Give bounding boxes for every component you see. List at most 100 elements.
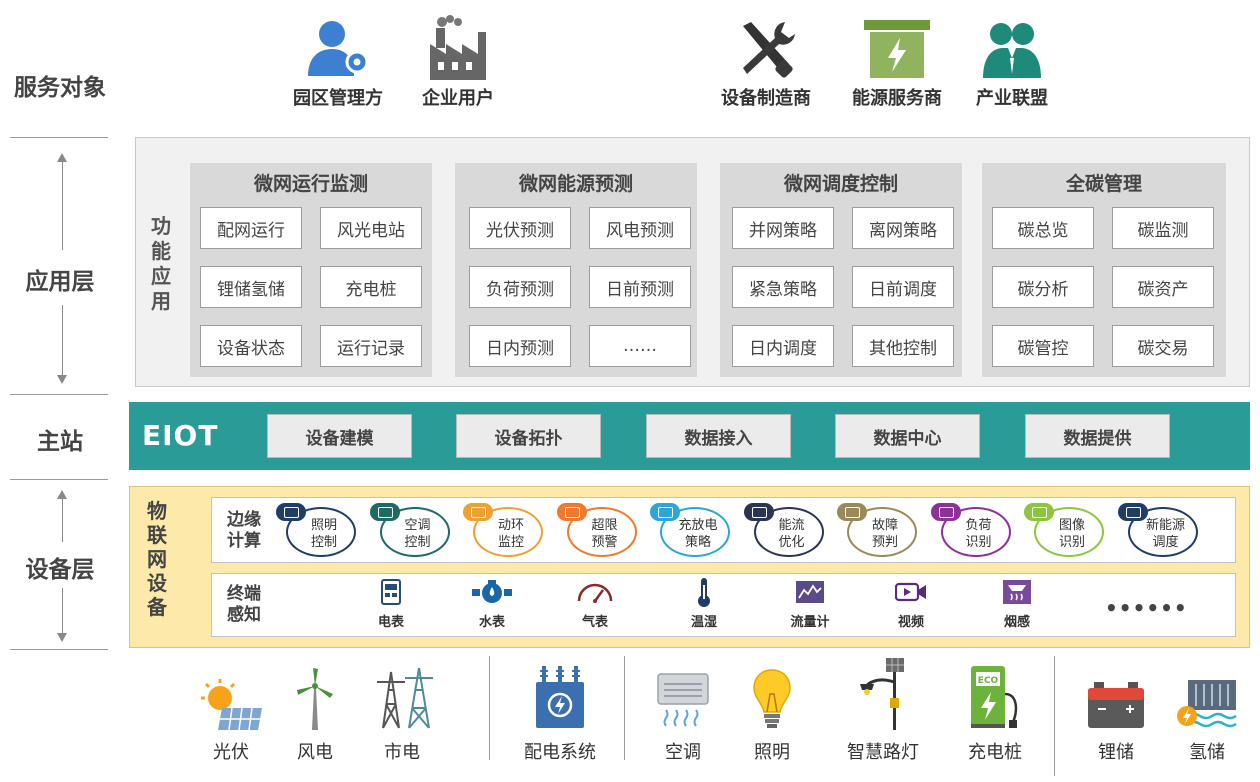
app-item[interactable]: 日内预测 [469, 325, 571, 367]
data-provision-button[interactable]: 数据提供 [1025, 414, 1170, 458]
equipment-grid: 市电 [367, 660, 437, 764]
smart-streetlight-icon [838, 658, 928, 730]
smoke-detector-icon [977, 578, 1057, 606]
edge-item[interactable]: 故障预判 [837, 503, 919, 559]
edge-item-label: 超限预警 [591, 518, 618, 550]
app-item[interactable]: 离网策略 [852, 207, 954, 249]
data-center-button[interactable]: 数据中心 [835, 414, 980, 458]
app-item[interactable]: 紧急策略 [732, 266, 834, 308]
arrow-up-head [57, 490, 67, 499]
terminal-gas-meter: 气表 [555, 578, 635, 630]
cloud-chip-icon [1117, 503, 1148, 521]
terminal-camera: 视频 [871, 578, 951, 630]
cloud-chip-icon [837, 503, 867, 521]
edge-item-ring [566, 507, 637, 557]
edge-item[interactable]: 能流优化 [743, 503, 826, 559]
group-title: 微网能源预测 [518, 173, 633, 195]
service-park-manager: 园区管理方 [273, 0, 403, 110]
service-enterprise: 企业用户 [393, 0, 523, 110]
device-topology-button[interactable]: 设备拓扑 [456, 414, 601, 458]
edge-item-ring [286, 507, 356, 557]
terminal-water-meter: 水表 [452, 578, 532, 630]
app-item[interactable]: 配网运行 [200, 207, 302, 249]
app-item[interactable]: 光伏预测 [469, 207, 571, 249]
service-energy-provider: 能源服务商 [832, 0, 962, 110]
app-item[interactable]: 并网策略 [732, 207, 834, 249]
edge-item[interactable]: 空调控制 [369, 503, 452, 559]
separator [624, 656, 625, 760]
edge-item[interactable]: 动环监控 [463, 503, 545, 559]
app-item[interactable]: 碳交易 [1112, 325, 1214, 367]
edge-item-label: 故障预判 [871, 518, 898, 550]
edge-item[interactable]: 负荷识别 [930, 503, 1013, 559]
lithium-battery-icon [1083, 660, 1149, 730]
app-item[interactable]: 风光电站 [320, 207, 422, 249]
edge-item[interactable]: 充放电策略 [650, 503, 732, 559]
thermometer-icon [664, 578, 744, 607]
row-divider [10, 649, 108, 650]
app-item[interactable]: 碳分析 [992, 266, 1094, 308]
app-item[interactable]: 运行记录 [320, 325, 422, 367]
gas-meter-icon [555, 578, 635, 606]
service-alliance: 产业联盟 [947, 0, 1077, 110]
arrow-down-head [57, 633, 67, 642]
cloud-chip-icon [930, 503, 961, 521]
edge-item[interactable]: 新能源调度 [1117, 503, 1200, 559]
row-label-service: 服务对象 [14, 75, 106, 101]
edge-item-ring [753, 507, 824, 557]
equipment-streetlight: 智慧路灯 [838, 658, 928, 764]
app-item[interactable]: 充电桩 [320, 266, 422, 308]
edge-item-ring [1034, 507, 1104, 557]
cloud-chip-icon [276, 503, 306, 521]
edge-item-label: 图像识别 [1058, 518, 1085, 550]
edge-item-label: 动环监控 [497, 518, 524, 550]
arrow-down [62, 305, 63, 375]
arrow-down [62, 588, 63, 633]
light-bulb-icon [742, 660, 802, 730]
edge-item[interactable]: 超限预警 [556, 503, 639, 559]
arrow-up-head [57, 153, 67, 162]
cloud-chip-icon [1024, 503, 1054, 521]
app-item[interactable]: 碳监测 [1112, 207, 1214, 249]
data-access-button[interactable]: 数据接入 [646, 414, 791, 458]
flowmeter-icon [770, 578, 850, 606]
app-item[interactable]: 其他控制 [852, 325, 954, 367]
app-item[interactable]: 设备状态 [200, 325, 302, 367]
edge-item[interactable]: 图像识别 [1024, 503, 1106, 559]
app-item[interactable]: 碳资产 [1112, 266, 1214, 308]
app-item[interactable]: …… [589, 325, 691, 367]
charging-pile-icon: ECO [958, 660, 1032, 730]
edge-item-label: 能流优化 [778, 518, 805, 550]
arrow-up [62, 497, 63, 542]
edge-item-label: 负荷识别 [965, 518, 992, 550]
app-item[interactable]: 碳管控 [992, 325, 1094, 367]
group-title: 微网调度控制 [783, 173, 898, 195]
service-label: 设备制造商 [721, 88, 811, 109]
app-item[interactable]: 日内调度 [732, 325, 834, 367]
app-item[interactable]: 日前预测 [589, 266, 691, 308]
wind-turbine-icon [285, 660, 345, 730]
equipment-wind: 风电 [285, 660, 345, 764]
factory-icon [393, 0, 523, 80]
separator [1054, 656, 1055, 776]
air-conditioner-icon [651, 660, 715, 730]
cloud-chip-icon [369, 503, 400, 521]
app-item[interactable]: 风电预测 [589, 207, 691, 249]
edge-computing-label: 边缘计算 [227, 510, 261, 551]
camera-icon [871, 578, 951, 606]
cloud-chip-icon [556, 503, 587, 521]
park-manager-icon [273, 0, 403, 80]
device-modeling-button[interactable]: 设备建模 [267, 414, 412, 458]
edge-item-ring [940, 507, 1011, 557]
edge-item[interactable]: 照明控制 [276, 503, 358, 559]
app-item[interactable]: 锂储氢储 [200, 266, 302, 308]
app-item[interactable]: 日前调度 [852, 266, 954, 308]
function-app-title: 功能应用 [151, 214, 171, 313]
app-item[interactable]: 碳总览 [992, 207, 1094, 249]
eiot-brand: EIOT [142, 419, 219, 452]
separator [489, 656, 490, 760]
app-item[interactable]: 负荷预测 [469, 266, 571, 308]
edge-item-ring [1127, 507, 1198, 557]
edge-item-label: 空调控制 [404, 518, 431, 550]
equipment-lithium-storage: 锂储 [1083, 660, 1149, 764]
